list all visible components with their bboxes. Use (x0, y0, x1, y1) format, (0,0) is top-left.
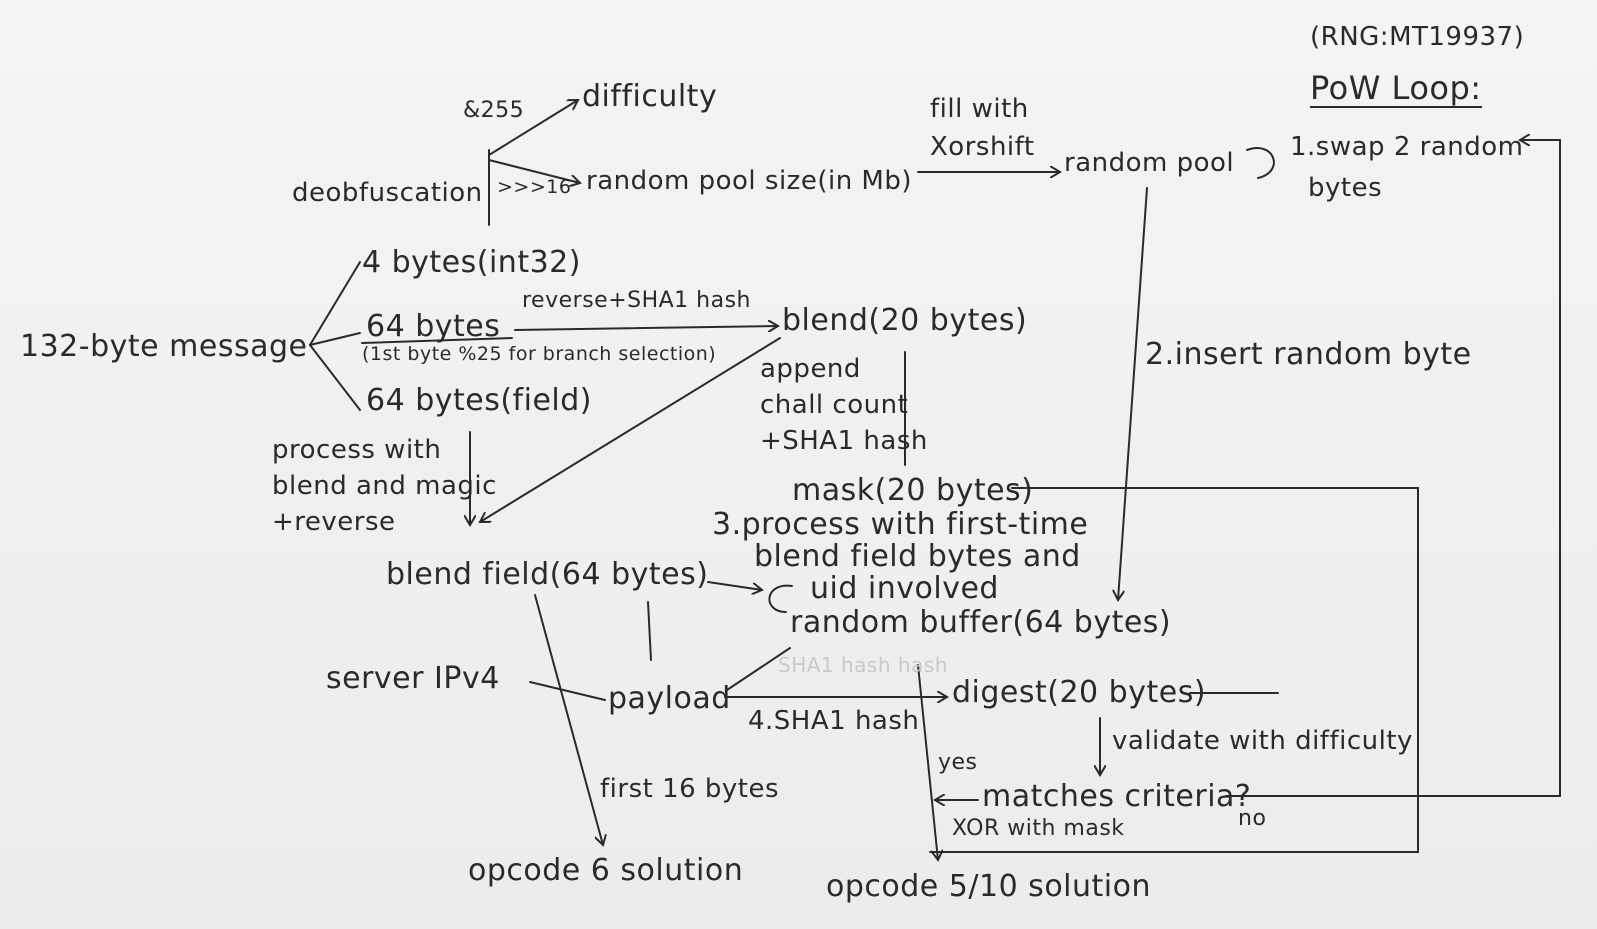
arrow-to-pool-size (488, 159, 580, 183)
pool-self-loop (1246, 147, 1275, 179)
reverse-label: +reverse (272, 507, 396, 537)
arrow-blend-to-blendfield (480, 337, 781, 522)
rng-note: (RNG:MT19937) (1310, 22, 1525, 52)
validate-label: validate with difficulty (1112, 726, 1413, 756)
step3-line1: 3.process with first-time (712, 507, 1089, 542)
erased-sha1-text: SHA1 hash hash (778, 653, 948, 677)
no-loop (1225, 140, 1561, 797)
ipv4-to-payload (529, 681, 606, 701)
branch-int32 (309, 261, 361, 346)
append-label: append (760, 354, 861, 384)
opcode510-node: opcode 5/10 solution (826, 869, 1151, 904)
process-with-label: process with (272, 435, 442, 465)
step2-label: 2.insert random byte (1145, 337, 1472, 372)
blend-magic-label: blend and magic (272, 471, 497, 501)
bytes64-node: 64 bytes (366, 309, 501, 344)
branch-note: (1st byte %25 for branch selection) (362, 343, 717, 365)
no-label: no (1238, 806, 1267, 831)
pool-size-node: random pool size(in Mb) (586, 166, 913, 196)
shift16-label: >>>16 (497, 176, 572, 198)
reverse-sha1-label: reverse+SHA1 hash (522, 288, 752, 313)
arrow-to-blend (514, 326, 778, 330)
difficulty-node: difficulty (582, 79, 718, 114)
step3-loop (768, 584, 793, 613)
server-ipv4-node: server IPv4 (326, 661, 500, 696)
xorshift-label: Xorshift (930, 132, 1035, 162)
step3-line3: uid involved (810, 571, 999, 606)
buffer-to-payload (726, 647, 791, 691)
random-buffer-node: random buffer(64 bytes) (790, 605, 1172, 640)
mask-to-xor-loop (929, 487, 1419, 853)
opcode6-node: opcode 6 solution (468, 853, 744, 888)
payload-node: payload (608, 681, 731, 716)
message-node: 132-byte message (20, 329, 308, 364)
digest-node: digest(20 bytes) (952, 675, 1207, 710)
arrow-to-difficulty (488, 100, 578, 156)
arrow-pool-to-buffer (1118, 187, 1148, 600)
branch-field (309, 344, 361, 411)
field-node: 64 bytes(field) (366, 383, 592, 418)
fill-with-label: fill with (930, 94, 1029, 124)
branch-underline (361, 337, 513, 344)
arrow-to-opcode510 (917, 664, 938, 860)
first16-label: first 16 bytes (600, 774, 780, 804)
and255-label: &255 (463, 98, 525, 123)
random-pool-node: random pool (1064, 148, 1235, 178)
step3-line2: blend field bytes and (754, 539, 1081, 574)
arrow-to-opcode6 (534, 594, 603, 845)
arrow-blendfield-to-step3 (707, 581, 762, 590)
step1-line2: bytes (1308, 173, 1383, 203)
blend-node: blend(20 bytes) (782, 303, 1028, 338)
xor-mask-label: XOR with mask (952, 816, 1125, 841)
step4-label: 4.SHA1 hash (748, 706, 920, 736)
chall-count-label: chall count (760, 390, 909, 420)
mask-node: mask(20 bytes) (792, 473, 1034, 508)
branch-64 (309, 332, 361, 346)
step1-line1: 1.swap 2 random (1290, 132, 1524, 162)
sha1-plus-label: +SHA1 hash (760, 426, 928, 456)
blend-field-node: blend field(64 bytes) (386, 557, 709, 592)
blendfield-to-payload (647, 601, 652, 661)
yes-label: yes (938, 750, 978, 775)
pow-loop-title: PoW Loop: (1310, 69, 1482, 108)
deobfuscation-label: deobfuscation (292, 178, 483, 208)
int32-node: 4 bytes(int32) (362, 245, 581, 280)
matches-node: matches criteria? (982, 779, 1252, 814)
